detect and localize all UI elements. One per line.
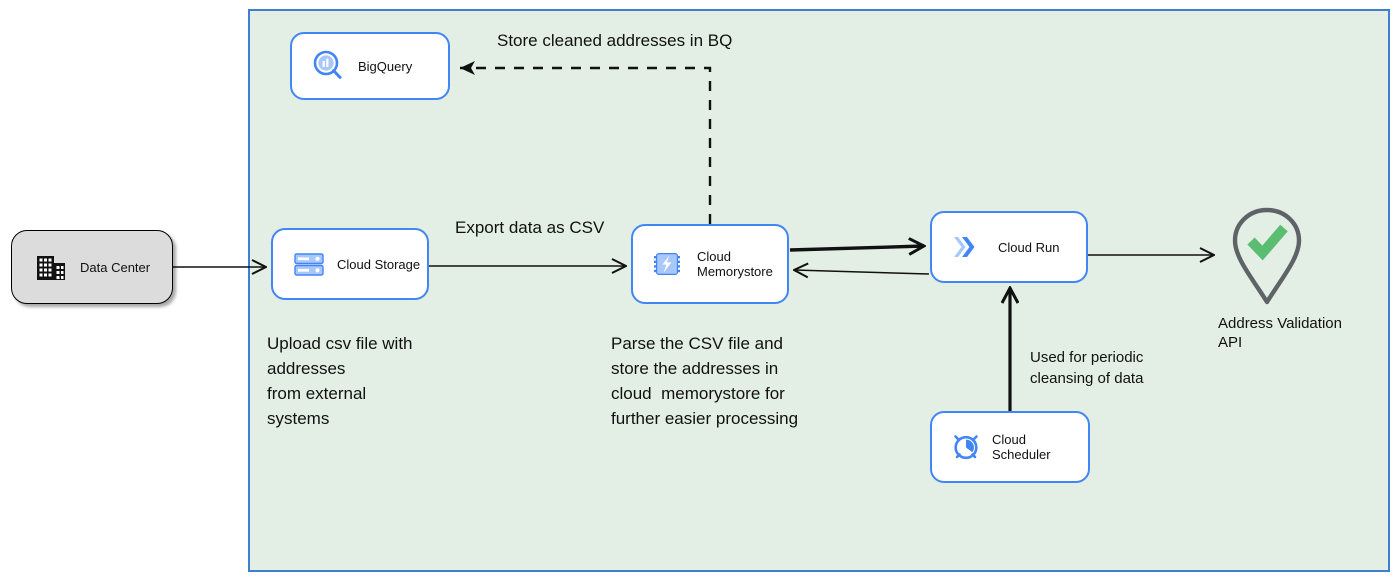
node-address-validation-api[interactable]: Address Validation API (1218, 206, 1400, 352)
node-label-address-validation-api: Address Validation API (1218, 315, 1342, 351)
node-label-bigquery: BigQuery (358, 58, 413, 74)
data-center-icon (28, 250, 74, 284)
cloud-memorystore-icon (645, 247, 689, 281)
edge-label-export-csv: Export data as CSV (455, 218, 605, 237)
edge-label-store-in-bq: Store cleaned addresses in BQ (497, 31, 733, 50)
annotation-upload-note: Upload csv file with addresses from exte… (267, 334, 413, 428)
node-label-cloud-scheduler: Cloud Scheduler (992, 432, 1051, 462)
cloud-run-icon (944, 230, 988, 264)
bigquery-icon (306, 49, 350, 83)
cloud-storage-icon (287, 247, 331, 281)
node-cloud-run[interactable]: Cloud Run (930, 211, 1088, 283)
node-bigquery[interactable]: BigQuery (290, 32, 450, 100)
node-data-center[interactable]: Data Center (11, 230, 173, 304)
node-label-cloud-storage: Cloud Storage (337, 256, 421, 272)
edge-label-periodic-cleansing: Used for periodic cleansing of data (1030, 349, 1144, 387)
edge-memorystore-to-bigquery (460, 61, 712, 224)
node-cloud-storage[interactable]: Cloud Storage (271, 228, 429, 300)
node-cloud-scheduler[interactable]: Cloud Scheduler (930, 411, 1090, 483)
node-label-data-center: Data Center (80, 259, 151, 275)
annotation-parse-note: Parse the CSV file and store the address… (611, 334, 799, 428)
edge-cloudrun-to-memorystore (794, 270, 930, 274)
node-label-cloud-run: Cloud Run (998, 239, 1060, 255)
edge-memorystore-to-cloudrun (789, 246, 924, 250)
node-label-cloud-memorystore: Cloud Memorystore (697, 249, 773, 279)
map-pin-check-icon (1226, 206, 1308, 308)
node-cloud-memorystore[interactable]: Cloud Memorystore (631, 224, 789, 304)
cloud-scheduler-icon (944, 430, 988, 464)
google-cloud-boundary (248, 9, 1390, 572)
